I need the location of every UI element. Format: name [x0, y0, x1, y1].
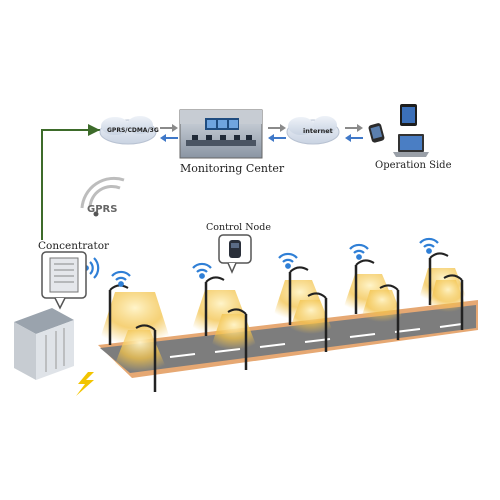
- monitoring-center-label: Monitoring Center: [180, 162, 285, 175]
- gprs-label: GPRS: [87, 204, 118, 215]
- wifi-signal-icon: [278, 252, 298, 269]
- control-node-label: Control Node: [206, 222, 271, 233]
- tablet-icon: [400, 104, 417, 126]
- internet-label: internet: [303, 127, 333, 135]
- gprs-signal-icon: [80, 176, 125, 217]
- gprs-cdma-3g-label: GPRS/CDMA/3G: [107, 127, 159, 134]
- internet-cloud: [286, 116, 340, 145]
- lightning-bolt-icon: [76, 372, 94, 396]
- street-lamp: [428, 274, 468, 330]
- laptop-icon: [393, 134, 429, 157]
- gprs-cdma-3g-cloud: [99, 116, 157, 145]
- uplink-line: [41, 124, 100, 240]
- operation-side-label: Operation Side: [375, 160, 452, 171]
- street-lamp: [288, 292, 334, 352]
- bidirectional-arrows-icon: [160, 124, 178, 142]
- wifi-signal-icon: [192, 262, 212, 279]
- smartphone-icon: [368, 123, 385, 143]
- street-lamp: [112, 324, 168, 392]
- street-lamp: [210, 308, 258, 370]
- street-lamp: [98, 284, 172, 345]
- concentrator-callout: [41, 251, 87, 310]
- street-lamp: [360, 284, 404, 340]
- concentrator-label: Concentrator: [38, 240, 110, 252]
- wifi-signal-icon: [111, 270, 131, 287]
- wifi-signal-icon: [349, 243, 369, 260]
- bidirectional-arrows-icon: [345, 124, 363, 142]
- substation-cabinet: [14, 308, 74, 380]
- bidirectional-arrows-icon: [268, 124, 286, 142]
- wifi-signal-icon: [419, 237, 439, 254]
- monitoring-center-image: [179, 109, 263, 159]
- control-node-callout: [218, 234, 252, 274]
